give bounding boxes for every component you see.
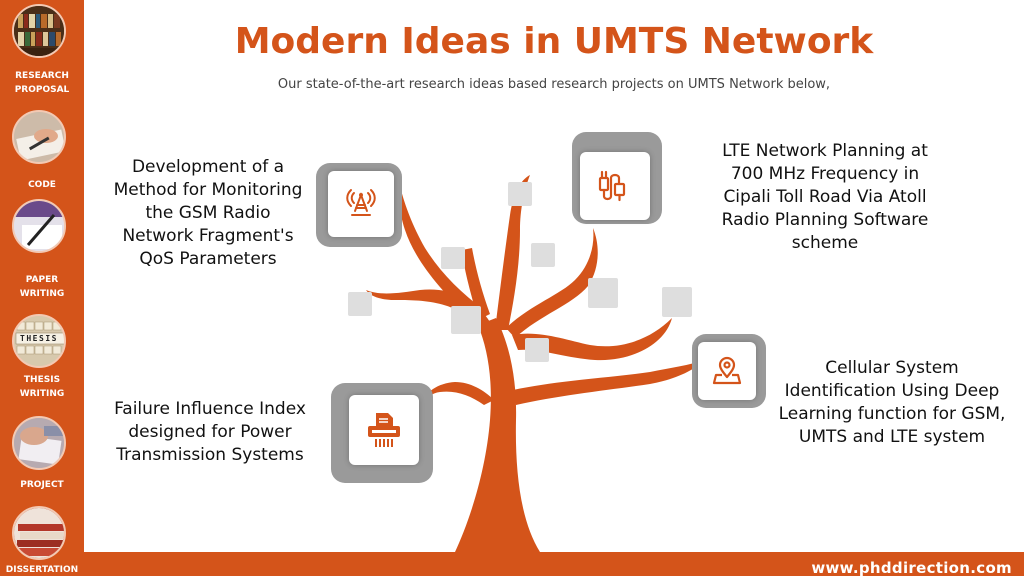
sidebar-label-project: PROJECT (20, 480, 64, 490)
leaf-square (451, 306, 481, 334)
idea-text-failure-index: Failure Influence Index designed for Pow… (114, 399, 306, 465)
idea-text-gsm-qos: Development of a Method for Monitoring t… (113, 157, 303, 269)
idea-icon-box-map-pin (692, 334, 766, 408)
leaf-square (588, 278, 618, 308)
leaf-square (525, 338, 549, 362)
radio-tower-icon (346, 189, 376, 216)
website-link[interactable]: www.phddirection.com (811, 559, 1012, 577)
map-pin-icon (712, 356, 742, 385)
sidebar-label-dissertation: DISSERTATION (5, 565, 79, 575)
leaf-square (441, 247, 465, 269)
thesis-tiles-photo-icon: THESIS (12, 314, 66, 368)
sidebar-label-research-proposal: RESEARCH PROPOSAL (14, 71, 70, 95)
leaf-square (508, 182, 532, 206)
sidebar-item-library[interactable] (0, 2, 84, 62)
pen-writing-photo-icon (12, 199, 66, 253)
page-subtitle: Our state-of-the-art research ideas base… (277, 77, 831, 92)
idea-icon-box-shredder (331, 383, 433, 483)
sidebar-item-project[interactable]: PROJECT (0, 476, 84, 560)
sidebar-label-code: CODE (28, 180, 56, 190)
idea-icon-box-usb-cable (572, 132, 662, 224)
sidebar-item-code[interactable]: CODE (0, 176, 84, 256)
sidebar-item-paper-writing[interactable]: PAPER WRITING THESIS (0, 272, 84, 368)
idea-text-lte-planning: LTE Network Planning at 700 MHz Frequenc… (721, 141, 929, 253)
sidebar-label-thesis-writing: THESIS WRITING (19, 375, 65, 399)
leaf-square (662, 287, 692, 317)
bookshelf-photo-icon (12, 4, 66, 58)
sidebar: RESEARCH PROPOSAL CODE PAPER WRITING (0, 0, 84, 576)
book-stack-photo-icon (12, 506, 66, 560)
footer-bar: www.phddirection.com (84, 552, 1024, 577)
page-title: Modern Ideas in UMTS Network (234, 21, 874, 62)
sidebar-item-thesis-writing[interactable]: THESIS WRITING (0, 372, 84, 470)
usb-cable-icon (598, 170, 626, 202)
sidebar-item-research-proposal[interactable]: RESEARCH PROPOSAL (0, 62, 84, 187)
leaf-square (348, 292, 372, 316)
thesis-tile-text: THESIS (20, 334, 58, 343)
writing-hand-photo-icon (12, 110, 66, 164)
idea-text-cellular-identification: Cellular System Identification Using Dee… (778, 358, 1006, 447)
shredder-icon (368, 413, 400, 447)
leaf-square (531, 243, 555, 267)
idea-icon-box-radio-tower (316, 163, 402, 247)
desk-papers-photo-icon (12, 416, 66, 470)
sidebar-label-paper-writing: PAPER WRITING (19, 275, 65, 299)
sidebar-item-dissertation[interactable]: DISSERTATION (0, 560, 84, 576)
